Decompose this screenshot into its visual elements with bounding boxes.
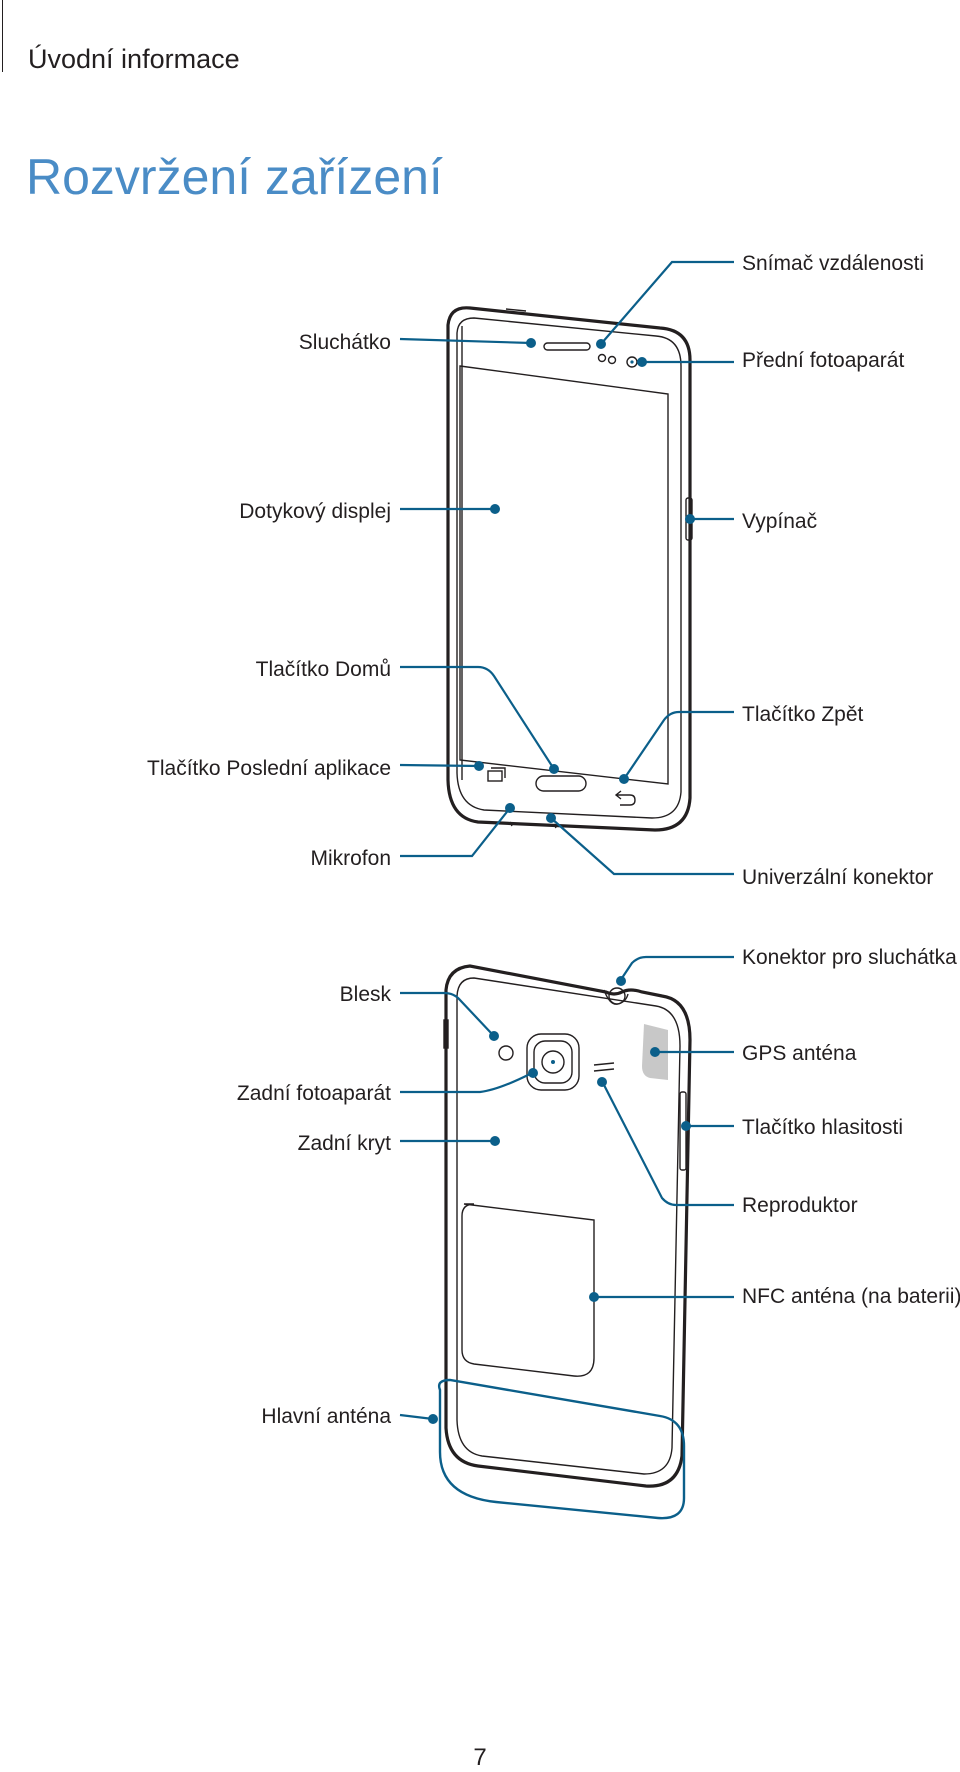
label-home-key: Tlačítko Domů bbox=[255, 658, 391, 681]
label-rear-camera: Zadní fotoaparát bbox=[236, 1082, 391, 1105]
label-proximity-sensor: Snímač vzdálenosti bbox=[742, 252, 925, 275]
page-number: 7 bbox=[473, 1744, 487, 1771]
front-phone-illustration bbox=[446, 306, 693, 832]
label-headset-jack: Konektor pro sluchátka bbox=[742, 946, 957, 969]
label-front-camera: Přední fotoaparát bbox=[742, 349, 905, 372]
label-microphone: Mikrofon bbox=[310, 847, 391, 870]
back-phone-illustration bbox=[437, 964, 692, 1520]
label-power-key: Vypínač bbox=[742, 510, 818, 533]
label-earpiece: Sluchátko bbox=[298, 331, 391, 354]
label-touchscreen: Dotykový displej bbox=[239, 500, 391, 523]
label-nfc-antenna: NFC anténa (na baterii) bbox=[742, 1285, 960, 1308]
label-volume-key: Tlačítko hlasitosti bbox=[742, 1116, 904, 1139]
label-flash: Blesk bbox=[339, 983, 391, 1006]
page-title: Rozvržení zařízení bbox=[26, 149, 443, 205]
label-main-antenna: Hlavní anténa bbox=[261, 1405, 391, 1428]
label-speaker: Reproduktor bbox=[742, 1194, 858, 1217]
label-gps-antenna: GPS anténa bbox=[742, 1042, 857, 1065]
label-recent-apps-key: Tlačítko Poslední aplikace bbox=[147, 757, 391, 780]
margin-rule bbox=[2, 0, 3, 72]
label-back-cover: Zadní kryt bbox=[297, 1132, 391, 1155]
label-multipurpose-jack: Univerzální konektor bbox=[742, 866, 934, 889]
leader-lines bbox=[399, 260, 734, 1424]
label-back-key: Tlačítko Zpět bbox=[742, 703, 864, 726]
section-header: Úvodní informace bbox=[28, 44, 240, 74]
